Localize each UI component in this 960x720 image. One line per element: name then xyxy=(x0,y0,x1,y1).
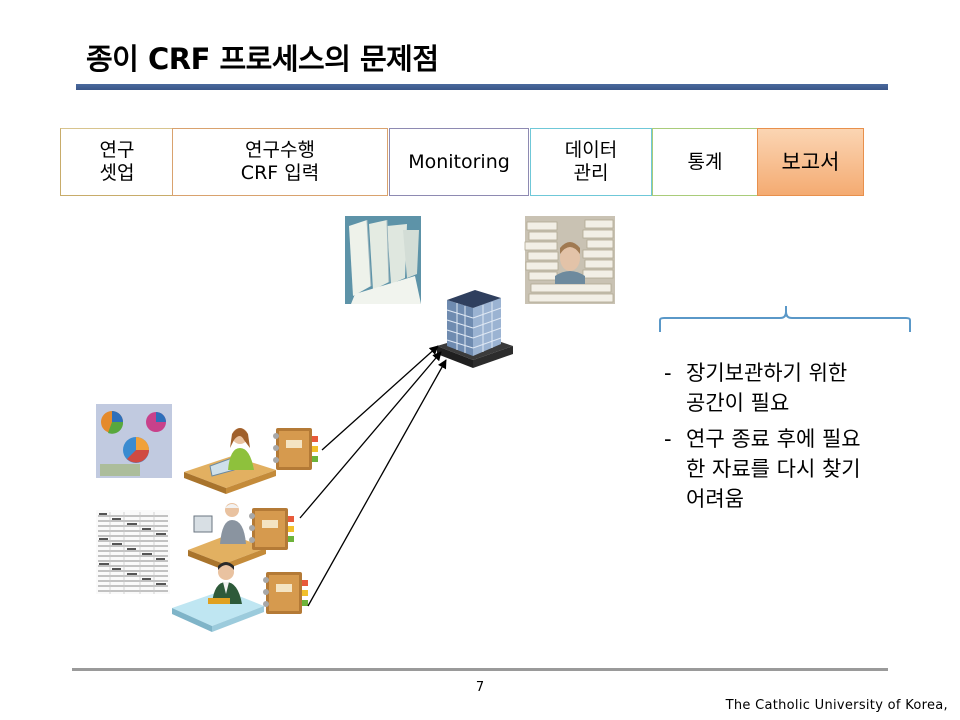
server-building-icon xyxy=(437,290,513,368)
title-rule xyxy=(76,84,888,90)
spreadsheet-image xyxy=(96,510,170,594)
researcher-workstation-3 xyxy=(172,562,308,632)
file-folders-image xyxy=(345,216,421,304)
step-study-setup: 연구 셋업 xyxy=(60,128,174,196)
researcher-workstation-2 xyxy=(188,503,294,570)
step-crf-entry: 연구수행 CRF 입력 xyxy=(172,128,388,196)
step-statistics: 통계 xyxy=(652,128,758,196)
problem-bullet-list: 장기보관하기 위한 공간이 필요 연구 종료 후에 필요 한 자료를 다시 찾기… xyxy=(664,358,861,520)
footer-rule xyxy=(72,668,888,671)
researcher-workstation-1 xyxy=(184,428,318,494)
step-monitoring: Monitoring xyxy=(389,128,529,196)
bullet-storage-space: 장기보관하기 위한 공간이 필요 xyxy=(664,358,861,418)
slide-title: 종이 CRF 프로세스의 문제점 xyxy=(86,42,439,76)
brace-connector xyxy=(659,306,911,332)
page-number: 7 xyxy=(475,680,485,695)
bullet-hard-to-find: 연구 종료 후에 필요 한 자료를 다시 찾기 어려움 xyxy=(664,424,861,514)
organization-footer: The Catholic University of Korea, xyxy=(725,698,948,713)
paper-pile-image xyxy=(524,216,615,304)
pie-chart-image xyxy=(96,404,172,478)
step-report: 보고서 xyxy=(757,128,864,196)
step-data-management: 데이터 관리 xyxy=(530,128,652,196)
